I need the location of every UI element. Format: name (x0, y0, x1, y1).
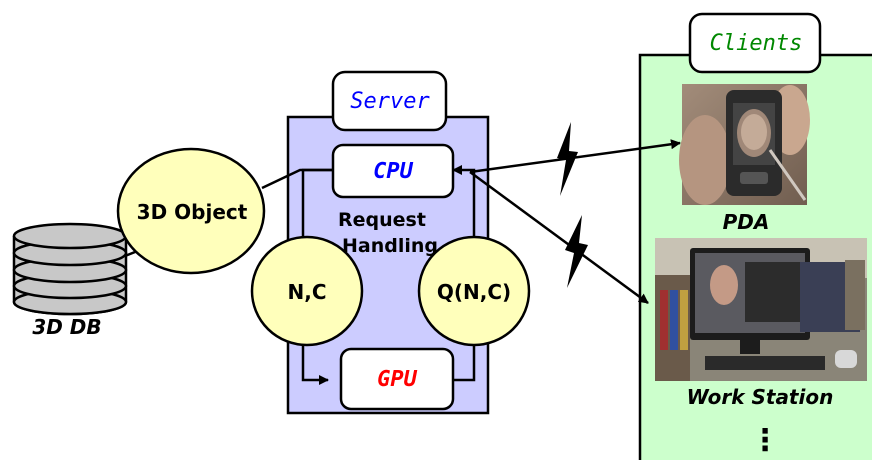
gpu-label: GPU (377, 367, 417, 392)
object-to-cpu-line (261, 168, 333, 190)
arrow-to-workstation (469, 170, 649, 305)
server-title: Server (350, 89, 430, 114)
pda-label: PDA (723, 210, 770, 234)
lightning-icon (557, 122, 578, 196)
qnc-ellipse (417, 235, 531, 347)
db-label: 3D DB (32, 315, 101, 339)
workstation-label: Work Station (687, 385, 834, 409)
nc-ellipse (250, 235, 364, 347)
cpu-box (331, 143, 455, 199)
database-icon (12, 222, 128, 316)
workstation-photo (655, 238, 867, 381)
object-label: 3D Object (137, 200, 248, 224)
request-label-line1: Request (338, 209, 426, 231)
clients-title: Clients (710, 31, 803, 56)
more-clients-ellipsis: ⋮ (750, 423, 780, 458)
nc-label: N,C (287, 280, 326, 304)
object-ellipse (116, 147, 266, 275)
server-title-box (331, 70, 448, 132)
cpu-label: CPU (373, 159, 413, 184)
lightning-icon (565, 215, 588, 288)
qnc-label: Q(N,C) (437, 280, 511, 304)
clients-title-box (688, 12, 822, 74)
gpu-box (339, 347, 455, 411)
request-label-line2: Handling (342, 235, 438, 257)
pda-photo (679, 84, 810, 205)
